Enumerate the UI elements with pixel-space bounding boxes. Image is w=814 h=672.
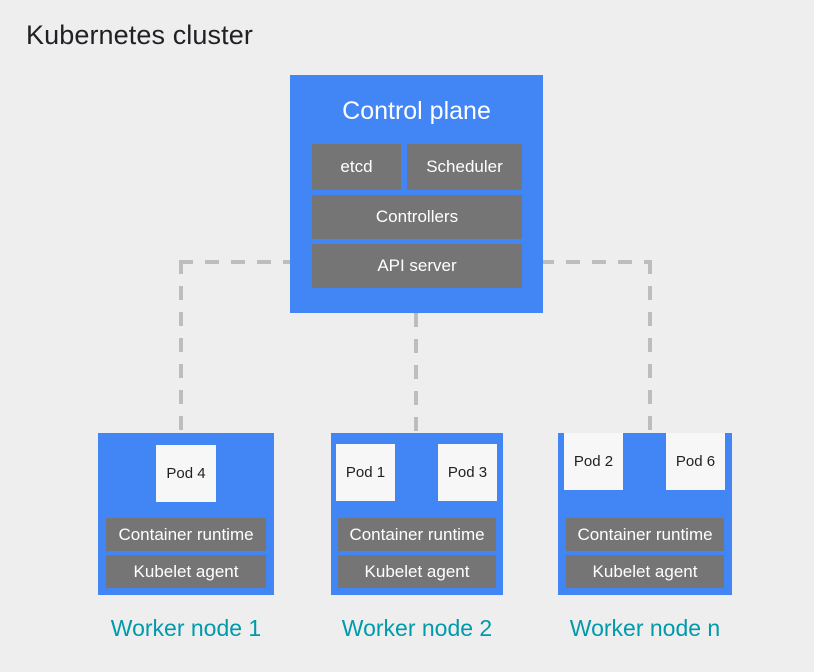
control-plane-box[interactable]: Control plane etcd Scheduler Controllers… — [290, 75, 543, 313]
worker-node-1-box[interactable]: Pod 4 Container runtime Kubelet agent — [98, 433, 274, 595]
control-plane-component-scheduler[interactable]: Scheduler — [407, 144, 522, 190]
worker-node-2-caption: Worker node 2 — [341, 615, 493, 641]
worker-node-n-component-kubelet-agent[interactable]: Kubelet agent — [566, 555, 724, 588]
control-plane-component-controllers[interactable]: Controllers — [312, 195, 522, 239]
control-plane-component-etcd[interactable]: etcd — [312, 144, 401, 190]
connector-api-to-worker-1-horizontal — [179, 260, 294, 264]
worker-node-1-component-container-runtime[interactable]: Container runtime — [106, 518, 266, 551]
worker-node-n-pod-0[interactable]: Pod 2 — [564, 433, 623, 490]
worker-node-1-pod-0[interactable]: Pod 4 — [156, 445, 216, 502]
worker-node-2-pod-0[interactable]: Pod 1 — [336, 444, 395, 501]
worker-node-2-component-container-runtime[interactable]: Container runtime — [338, 518, 496, 551]
worker-node-1-component-kubelet-agent[interactable]: Kubelet agent — [106, 555, 266, 588]
connector-api-to-worker-1-vertical — [179, 260, 183, 436]
worker-node-n-pod-1[interactable]: Pod 6 — [666, 433, 725, 490]
worker-node-2-box[interactable]: Pod 1 Pod 3 Container runtime Kubelet ag… — [331, 433, 503, 595]
worker-node-1-caption: Worker node 1 — [110, 615, 262, 641]
connector-control-plane-to-worker-2 — [414, 313, 418, 436]
worker-node-n-component-container-runtime[interactable]: Container runtime — [566, 518, 724, 551]
control-plane-component-api-server[interactable]: API server — [312, 244, 522, 288]
worker-node-n-box[interactable]: Pod 2 Pod 6 Container runtime Kubelet ag… — [558, 433, 732, 595]
worker-node-2-component-kubelet-agent[interactable]: Kubelet agent — [338, 555, 496, 588]
control-plane-title: Control plane — [342, 97, 491, 125]
page-title: Kubernetes cluster — [26, 20, 253, 50]
worker-node-2-pod-1[interactable]: Pod 3 — [438, 444, 497, 501]
connector-api-to-worker-n-vertical — [648, 260, 652, 436]
connector-api-to-worker-n-horizontal — [540, 260, 652, 264]
worker-node-n-caption: Worker node n — [569, 615, 721, 641]
